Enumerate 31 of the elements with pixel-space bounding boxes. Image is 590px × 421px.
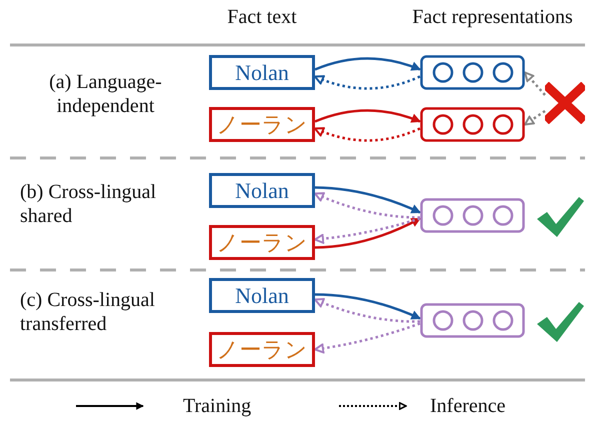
fact-text-box: Nolan xyxy=(209,55,315,90)
row-label: (b) Cross-lingual shared xyxy=(20,180,158,228)
legend-text: Inference xyxy=(430,394,506,418)
arrow xyxy=(314,293,420,320)
column-header: Fact text xyxy=(226,5,298,29)
fact-text-box: ノーラン xyxy=(209,332,315,367)
fact-text-box: ノーラン xyxy=(209,107,315,142)
dotted-arrow xyxy=(314,322,420,354)
legend-text: Training xyxy=(183,394,252,418)
dotted-arrow xyxy=(314,126,420,142)
arrow xyxy=(314,186,421,214)
arrow xyxy=(314,57,420,71)
dotted-arrow xyxy=(314,74,420,90)
dotted-arrow xyxy=(314,217,420,244)
vector-box xyxy=(420,107,525,142)
column-header: Fact representations xyxy=(411,5,574,29)
row-label: (a) Language-independent xyxy=(48,70,163,118)
vector-box xyxy=(420,55,525,90)
fact-text-box: Nolan xyxy=(209,278,315,313)
dotted-arrow xyxy=(524,110,546,126)
arrow xyxy=(314,109,420,123)
dotted-arrow xyxy=(524,72,546,96)
row-label: (c) Cross-lingual transferred xyxy=(20,288,156,336)
vector-box xyxy=(420,303,525,338)
arrow xyxy=(314,217,421,249)
fact-text-box: ノーラン xyxy=(209,225,315,260)
fact-text-box: Nolan xyxy=(209,173,315,208)
dotted-arrow xyxy=(314,298,420,323)
vector-box xyxy=(420,198,525,233)
dotted-arrow xyxy=(314,192,420,219)
cross-icon xyxy=(545,82,585,124)
